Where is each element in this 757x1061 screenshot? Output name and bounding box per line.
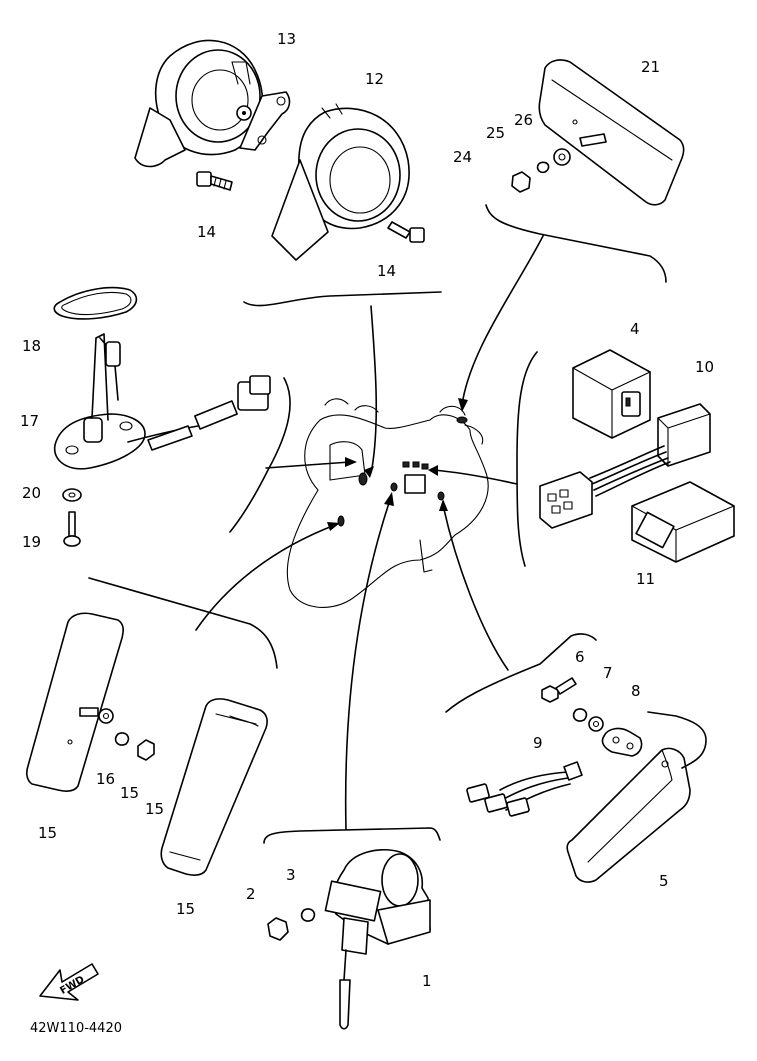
callout-6: 6 [575,648,585,666]
spring-washer-17-icon [114,732,130,746]
callout-labels: 13 12 14 14 21 26 25 24 18 17 20 19 4 10… [20,30,714,990]
reflector-15a-icon [26,612,124,792]
callout-21: 19 [22,533,41,551]
lock-washer-3-icon [300,908,316,922]
callout-3: 3 [286,866,296,884]
bolt-6-icon [541,677,577,703]
callout-18: 16 [96,770,115,788]
flasher-relay-1-icon [324,848,431,1030]
callout-15a: 15 [38,824,57,842]
callout-4: 4 [630,320,640,338]
connector-11-icon [631,481,735,563]
leader-lines [88,204,667,844]
callout-16: 15 [145,800,164,818]
callout-5: 5 [659,872,669,890]
callout-14a: 14 [197,223,216,241]
ignition-unit-5-icon [466,711,707,883]
reflector-15b-icon [160,698,268,876]
washer-18-icon [98,708,114,724]
horn-12-icon [271,103,410,261]
motorcycle-outline [286,398,489,608]
fuel-sender-19-icon [54,333,271,470]
connector-10-icon [539,403,711,529]
spring-washer-7-icon [572,708,588,722]
washer-22-icon [62,488,82,502]
screw-21-icon [63,511,81,547]
callout-10: 10 [695,358,714,376]
nut-24-icon [511,171,531,193]
drawing-code: 42W110-4420 [30,1021,122,1036]
callout-26: 26 [514,111,533,129]
callout-7: 7 [603,664,613,682]
bolt-14a-icon [196,171,233,191]
callout-11: 11 [636,570,655,588]
callout-25: 25 [486,124,505,142]
reflector-23-icon [538,59,685,206]
callout-1: 1 [422,972,432,990]
forward-arrow-icon: FWD [39,963,99,1001]
relay-4-icon [572,349,651,439]
callout-17: 15 [120,784,139,802]
callout-9: 9 [533,734,543,752]
bracket-9-icon [601,727,643,757]
callout-2: 2 [246,885,256,903]
bolt-14b-icon [387,221,425,243]
callout-14b: 14 [377,262,396,280]
callout-19: 17 [20,412,39,430]
callout-8: 8 [631,682,641,700]
gasket-20-icon [53,286,138,320]
nut-16-icon [137,739,155,761]
callout-22: 20 [22,484,41,502]
callout-15b: 15 [176,900,195,918]
callout-23: 21 [641,58,660,76]
washer-26-icon [553,148,571,166]
callout-20: 18 [22,337,41,355]
spring-washer-25-icon [536,161,550,174]
callout-24: 24 [453,148,472,166]
callout-12: 12 [365,70,384,88]
horn-13-icon [134,39,291,168]
nut-2-icon [267,917,289,941]
relay-block [404,474,426,494]
washer-8-icon [588,716,604,732]
callout-13: 13 [277,30,296,48]
